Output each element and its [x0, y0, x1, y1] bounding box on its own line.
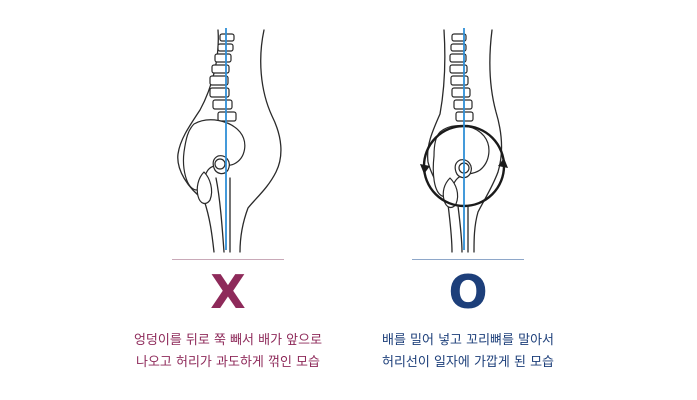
- incorrect-caption-line2: 나오고 허리가 과도하게 꺾인 모습: [136, 355, 320, 370]
- incorrect-caption-line1: 엉덩이를 뒤로 쭉 빼서 배가 앞으로: [133, 333, 323, 348]
- incorrect-mark: X: [210, 265, 246, 319]
- correct-mark: O: [448, 265, 488, 319]
- femur: [215, 177, 225, 253]
- correct-divider: [412, 259, 524, 260]
- spine: [449, 33, 474, 122]
- rotation-arrow-icon: [498, 158, 508, 168]
- correct-caption-line2: 허리선이 일자에 가깝게 된 모습: [381, 355, 554, 370]
- correct-caption-line1: 배를 밀어 넣고 꼬리뼈를 말아서: [381, 333, 554, 348]
- body-outline-back: [426, 29, 453, 253]
- pelvis: [182, 119, 246, 205]
- incorrect-posture-panel: X 엉덩이를 뒤로 쭉 빼서 배가 앞으로 나오고 허리가 과도하게 꺾인 모습: [108, 0, 348, 400]
- incorrect-caption: 엉덩이를 뒤로 쭉 빼서 배가 앞으로 나오고 허리가 과도하게 꺾인 모습: [108, 330, 348, 374]
- correct-posture-illustration: [420, 28, 508, 253]
- femur: [457, 205, 463, 253]
- correct-caption: 배를 밀어 넣고 꼬리뼈를 말아서 허리선이 일자에 가깝게 된 모습: [348, 330, 588, 374]
- rotation-arrow-icon: [420, 164, 430, 174]
- body-outline-front: [473, 29, 503, 253]
- body-outline-front: [239, 29, 282, 253]
- pelvis: [432, 125, 490, 209]
- incorrect-divider: [172, 259, 284, 260]
- spine: [209, 33, 237, 122]
- incorrect-posture-illustration: [177, 28, 282, 253]
- correct-posture-panel: O 배를 밀어 넣고 꼬리뼈를 말아서 허리선이 일자에 가깝게 된 모습: [348, 0, 588, 400]
